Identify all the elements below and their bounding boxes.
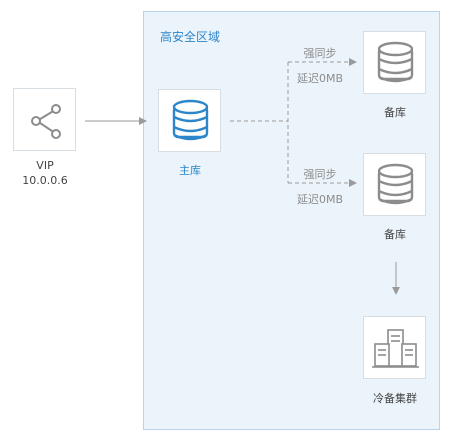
standby2-sync-mode: 强同步 bbox=[303, 168, 337, 181]
replication-trunk bbox=[230, 62, 289, 183]
standby1-db-node[interactable] bbox=[363, 31, 426, 94]
server-cluster-icon bbox=[372, 329, 419, 368]
vip-label: VIP bbox=[36, 159, 54, 172]
standby2-db-node[interactable] bbox=[363, 153, 426, 216]
standby1-sync-mode: 强同步 bbox=[303, 47, 337, 60]
cold-cluster-label: 冷备集群 bbox=[373, 392, 417, 405]
vip-address: 10.0.0.6 bbox=[22, 174, 68, 187]
standby2-sync-delay: 延迟0MB bbox=[296, 193, 344, 206]
database-icon bbox=[377, 41, 414, 83]
database-icon bbox=[377, 163, 414, 205]
zone-title: 高安全区域 bbox=[160, 30, 221, 44]
primary-label: 主库 bbox=[179, 164, 201, 177]
standby1-label: 备库 bbox=[384, 106, 406, 119]
share-icon bbox=[31, 104, 61, 139]
primary-db-node[interactable] bbox=[158, 89, 221, 152]
standby2-label: 备库 bbox=[384, 228, 406, 241]
standby1-sync-delay: 延迟0MB bbox=[296, 72, 344, 85]
database-icon bbox=[172, 99, 209, 141]
vip-node[interactable] bbox=[13, 88, 76, 151]
cold-cluster-node[interactable] bbox=[363, 316, 426, 379]
